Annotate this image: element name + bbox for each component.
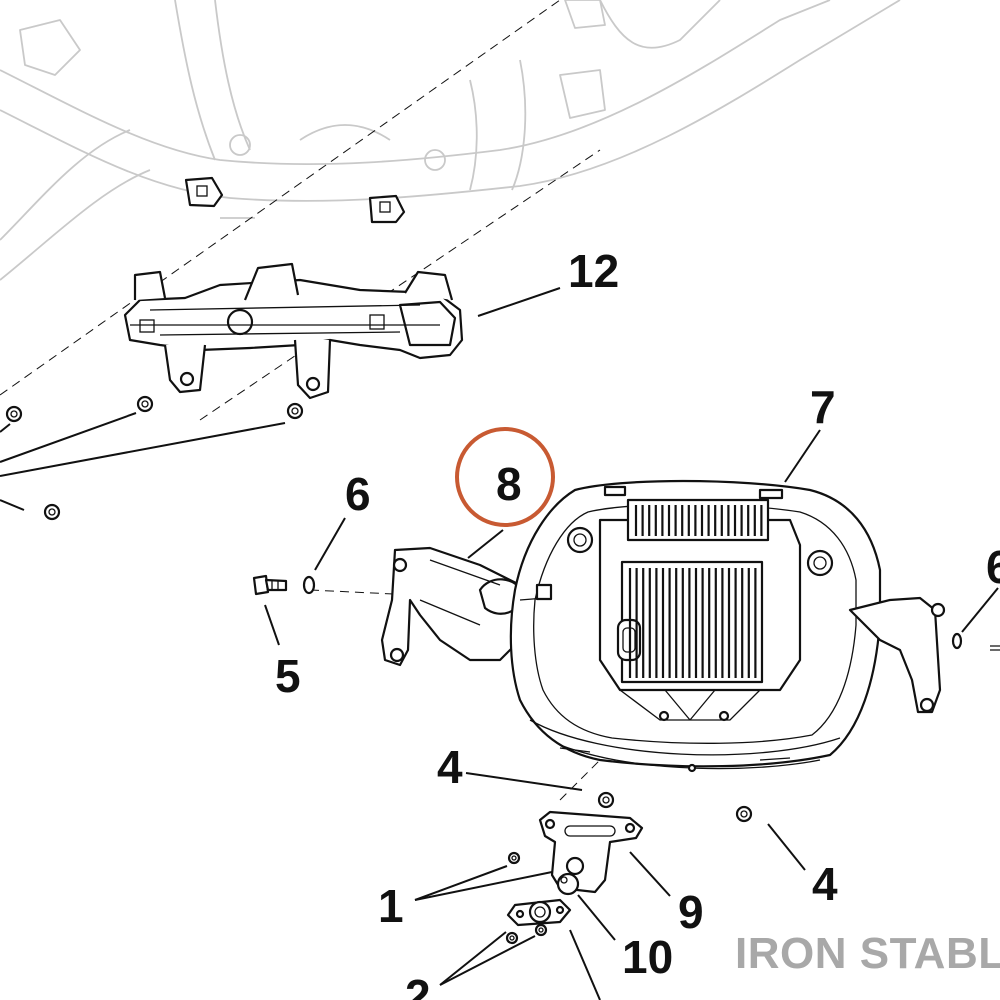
screw-icon	[286, 402, 304, 420]
watermark-brand: IRON STABLE	[735, 929, 1000, 978]
part-6-grommet-right	[951, 632, 1000, 651]
callout-4-left: 4	[437, 741, 463, 793]
part-12-bracket	[123, 262, 464, 400]
callout-6-left: 6	[345, 468, 371, 520]
screw-icon	[505, 931, 519, 945]
leader-2b	[439, 935, 536, 986]
callout-5: 5	[275, 650, 301, 702]
leader-1a	[414, 865, 508, 901]
leader-5	[264, 604, 280, 646]
leader-gasket-down	[569, 929, 601, 1000]
highlight-circle-callout-8	[455, 427, 555, 527]
leader-2a	[439, 931, 507, 986]
part-5-stud	[252, 574, 288, 596]
part-9-plate	[538, 810, 644, 894]
part-6-grommet-left	[302, 575, 316, 595]
callout-4-right: 4	[812, 858, 838, 910]
callout-6-right: 6	[986, 541, 1000, 593]
screw-icon	[534, 923, 548, 937]
part-8-bracket	[380, 546, 532, 667]
leader-8	[467, 529, 504, 559]
leader-12	[477, 287, 561, 317]
screw-group-left	[0, 395, 304, 521]
screw-icon	[43, 503, 61, 521]
callout-8: 8	[496, 458, 522, 510]
part-4-screw-right	[735, 805, 753, 823]
callout-10: 10	[622, 931, 673, 983]
part-1-screw	[507, 851, 521, 865]
frame-clip-left	[184, 176, 224, 208]
frame-clip-right	[368, 194, 406, 224]
part-10-ball-stud	[556, 872, 580, 896]
leader-4-left	[465, 772, 583, 791]
part-4-screw-upper	[597, 791, 615, 809]
screw-icon	[5, 405, 23, 423]
part-2-gasket	[505, 898, 572, 945]
leader-9	[629, 851, 671, 897]
callout-1: 1	[378, 880, 404, 932]
ghosted-frame	[0, 0, 901, 281]
leader-1b	[414, 871, 553, 901]
callout-9: 9	[678, 886, 704, 938]
leader-6-left	[314, 517, 346, 571]
leader-4-right	[767, 823, 806, 871]
callout-7: 7	[810, 381, 836, 433]
callout-12: 12	[568, 245, 619, 297]
screw-icon	[136, 395, 154, 413]
heatsink-fins-top	[634, 505, 763, 536]
callout-2: 2	[405, 970, 431, 1000]
leader-6-right	[961, 587, 999, 633]
leader-7	[784, 429, 821, 483]
heatsink-fins-main	[628, 568, 757, 678]
leader-10	[577, 894, 616, 941]
